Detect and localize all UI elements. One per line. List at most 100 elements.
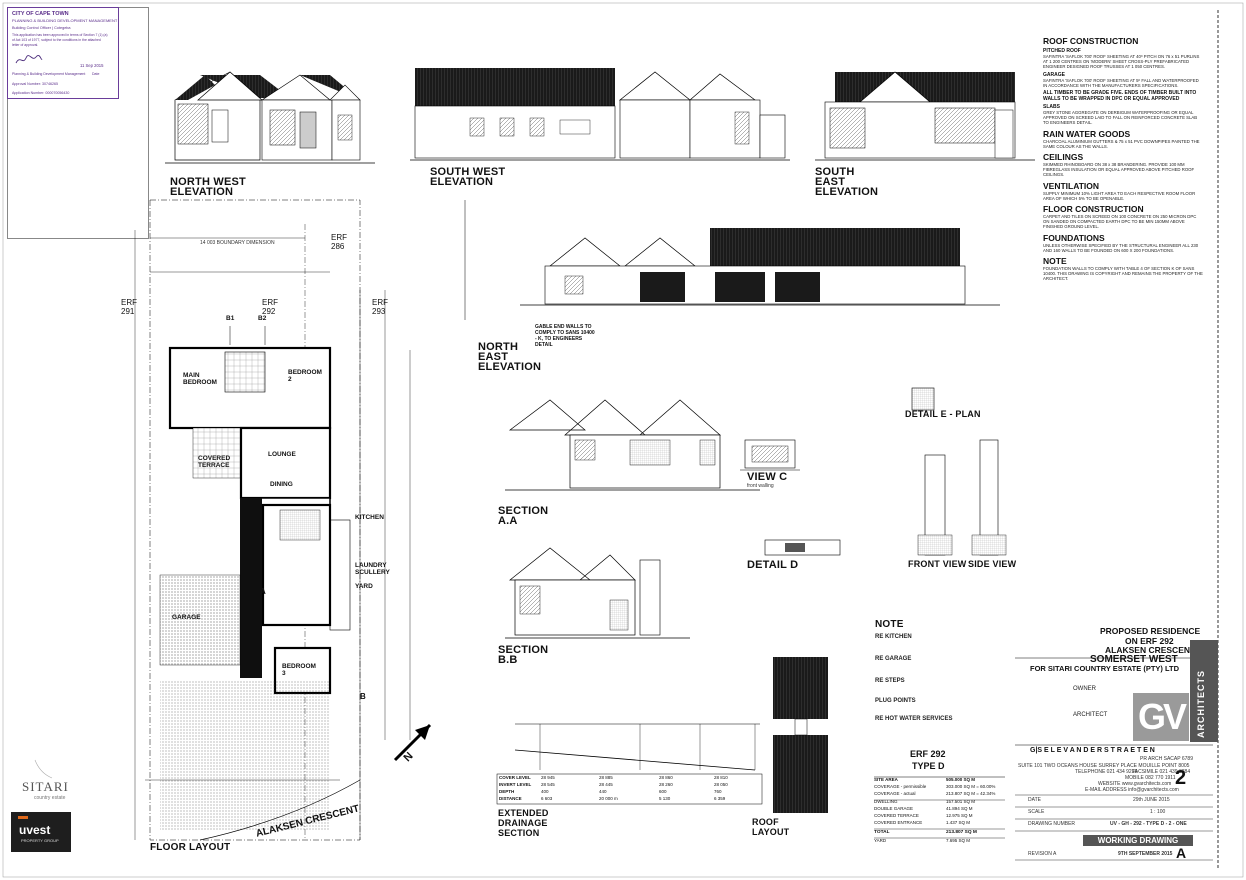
note2-plug-points: PLUG POINTS bbox=[875, 698, 916, 704]
stamp-date-label: Date bbox=[92, 72, 100, 76]
floor-layout-title: FLOOR LAYOUT bbox=[150, 842, 231, 853]
tb-date-value: 29th JUNE 2015 bbox=[1133, 797, 1170, 803]
stamp-approval-number: Approval Number: 30746265 bbox=[12, 82, 58, 86]
uvest-logo-accent bbox=[18, 816, 28, 819]
room-bedroom-3: BEDROOM 3 bbox=[282, 663, 316, 677]
spec-floor-title: FLOOR CONSTRUCTION bbox=[1043, 204, 1144, 215]
architects-label: ARCHITECTS bbox=[1196, 670, 1206, 738]
tb-sheet-number: 2 bbox=[1175, 767, 1187, 789]
se-elevation-title: SOUTH EAST ELEVATION bbox=[815, 166, 879, 198]
tb-street: ALAKSEN CRESCENT bbox=[1105, 645, 1196, 655]
sitari-logo: SITARI bbox=[22, 779, 69, 794]
sw-elevation-title: SOUTH WEST ELEVATION bbox=[430, 166, 506, 188]
note2-hot-water: RE HOT WATER SERVICES bbox=[875, 716, 953, 722]
tb-revision-date: 9TH SEPTEMBER 2015 bbox=[1118, 851, 1173, 857]
detail-d-drawing bbox=[764, 539, 841, 556]
spec-ventilation-text: SUPPLY MINIMUM 10% LIGHT AREA TO EACH RE… bbox=[1043, 190, 1196, 201]
tb-firm: G|S E L E V A N D E R S T R A E T E N bbox=[1030, 747, 1155, 754]
note2-steps: RE STEPS bbox=[875, 678, 905, 684]
stamp-line-3: Building Control Officer | Cotegeba bbox=[12, 26, 71, 30]
uvest-logo-sub: PROPERTY GROUP bbox=[21, 838, 59, 843]
tb-scale-value: 1 : 100 bbox=[1150, 809, 1166, 815]
spec-note-text: FOUNDATION WALLS TO COMPLY WITH TABLE 4 … bbox=[1043, 266, 1203, 282]
detail-e-drawing bbox=[911, 387, 935, 411]
section-marker-b: B bbox=[360, 692, 366, 701]
spec-ventilation-title: VENTILATION bbox=[1043, 180, 1100, 191]
ne-elevation-title: NORTH EAST ELEVATION bbox=[478, 341, 542, 373]
area-table-grid bbox=[874, 776, 1005, 839]
spec-foundations-title: FOUNDATIONS bbox=[1043, 232, 1105, 243]
erf-291-label: ERF 291 bbox=[121, 298, 137, 316]
tb-drawing-label: DRAWING NUMBER bbox=[1028, 821, 1076, 827]
table-row: INVERT LEVEL 28 545 28 445 28 260 28 050 bbox=[499, 782, 728, 787]
spec-garage: GARAGE bbox=[1043, 71, 1065, 78]
section-bb-title: SECTION B.B bbox=[498, 644, 549, 666]
spec-pitched-roof: PITCHED ROOF bbox=[1043, 48, 1081, 54]
section-marker-a: A bbox=[260, 587, 266, 596]
tb-mobile: MOBILE 082 770 1911 bbox=[1125, 775, 1176, 781]
tb-revision-label: REVISION A bbox=[1028, 851, 1057, 857]
section-bb-drawing bbox=[505, 547, 690, 639]
spec-slabs: SLABS bbox=[1043, 104, 1060, 111]
section-aa-title: SECTION A.A bbox=[498, 505, 549, 527]
erf-293-label: ERF 293 bbox=[372, 298, 388, 316]
stamp-date: 11 Sep 2015 bbox=[80, 63, 104, 68]
spec-timber-note: ALL TIMBER TO BE GRADE FIVE. ENDS OF TIM… bbox=[1043, 90, 1197, 103]
stamp-sig-label: Planning & Building Development Manageme… bbox=[12, 72, 86, 76]
room-kitchen: KITCHEN bbox=[355, 514, 384, 521]
tb-proposed: PROPOSED RESIDENCE bbox=[1100, 626, 1201, 636]
section-marker-b2: B2 bbox=[258, 315, 267, 322]
tb-address: SUITE 101 TWO OCEANS HOUSE SURREY PLACE … bbox=[1018, 763, 1190, 769]
section-marker-b1: B1 bbox=[226, 315, 235, 322]
room-covered-terrace: COVERED TERRACE bbox=[198, 455, 231, 469]
spec-garage-text: SAFINTRA 'SAFLOK 700' ROOF SHEETING AT 5… bbox=[1043, 77, 1199, 88]
stamp-line-5: of Act 103 of 1977, subject to the condi… bbox=[12, 38, 101, 42]
tb-email: E-MAIL ADDRESS info@gvarchitects.com bbox=[1085, 787, 1179, 793]
spec-rainwater-text: CHARCOAL ALUMINIUM GUTTERS & 75 x 51 PVC… bbox=[1043, 138, 1200, 149]
spec-roof-title: ROOF CONSTRUCTION bbox=[1043, 36, 1139, 46]
room-garage: GARAGE bbox=[172, 614, 201, 621]
signature-image bbox=[15, 55, 43, 64]
note2-garage: RE GARAGE bbox=[875, 656, 912, 662]
north-arrow bbox=[393, 723, 432, 762]
nw-elevation-title: NORTH WEST ELEVATION bbox=[170, 176, 246, 198]
stamp-application-number: Application Number: 000070056430 bbox=[12, 91, 70, 95]
room-main-bedroom: MAIN BEDROOM bbox=[183, 372, 217, 386]
uvest-logo: uvest PROPERTY GROUP bbox=[11, 812, 71, 852]
tb-fax: FACSIMILE 021 439 3884 bbox=[1132, 769, 1191, 775]
room-laundry: LAUNDRY SCULLERY bbox=[355, 562, 390, 576]
drainage-drawing bbox=[496, 723, 763, 805]
tb-drawing-value: UV - GH - 292 - TYPE D - 2 - ONE bbox=[1110, 821, 1187, 827]
boundary-dimension: 14 003 BOUNDARY DIMENSION bbox=[200, 240, 275, 246]
tb-scale-label: SCALE bbox=[1028, 809, 1045, 815]
tb-working-drawing: WORKING DRAWING bbox=[1083, 835, 1193, 846]
drainage-table: COVER LEVEL 28 945 28 885 28 860 28 810 … bbox=[499, 775, 761, 804]
view-c-drawing bbox=[740, 439, 800, 471]
spec-rainwater-title: RAIN WATER GOODS bbox=[1043, 128, 1131, 139]
approval-stamp: CITY OF CAPE TOWN PLANNING & BUILDING DE… bbox=[7, 7, 119, 99]
spec-slabs-text: GREY STONE AGGREGATE ON DERBIGUM WATERPR… bbox=[1043, 110, 1198, 126]
gv-logo-text: GV bbox=[1138, 696, 1187, 737]
side-view-title: SIDE VIEW bbox=[968, 559, 1017, 569]
nw-elevation-drawing bbox=[165, 71, 375, 164]
table-row: DEPTH 400 440 600 760 bbox=[499, 789, 722, 794]
spec-note-title: NOTE bbox=[1043, 256, 1067, 267]
gv-logo bbox=[1133, 693, 1189, 741]
stamp-line-6: letter of approval. bbox=[12, 43, 39, 47]
roof-layout-title: ROOF LAYOUT bbox=[752, 817, 790, 837]
tb-on-erf: ON ERF 292 bbox=[1125, 636, 1174, 646]
stamp-line-4: This application has been approved in te… bbox=[12, 33, 108, 37]
tb-date-label: DATE bbox=[1028, 797, 1041, 803]
view-c-subtitle: front walling bbox=[747, 483, 774, 489]
front-view-drawing bbox=[917, 454, 953, 556]
sitari-logo-sub: country estate bbox=[34, 795, 66, 801]
tb-website: WEBSITE www.gvarchitects.com bbox=[1098, 781, 1172, 787]
